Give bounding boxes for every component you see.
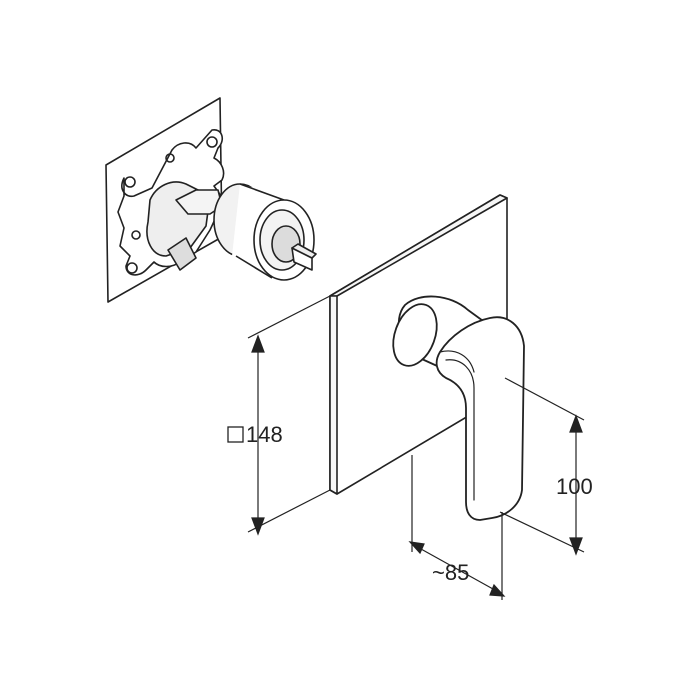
arrow-projection-left — [408, 541, 425, 555]
arrow-plate-bottom — [251, 517, 265, 536]
mount-hole-top-left — [124, 176, 136, 188]
dimension-labels: 148 100 ~85 — [227, 422, 593, 585]
dimension-lines — [247, 295, 585, 600]
plate-left-edge — [329, 295, 338, 495]
handle-height-label: 100 — [556, 474, 593, 499]
ext-line-handle-bottom — [499, 511, 585, 553]
housing-fin — [167, 237, 197, 271]
mount-hole-upper — [165, 153, 175, 163]
concealed-valve-body — [105, 97, 317, 303]
ext-line-plate-top — [247, 295, 331, 339]
mixer-handle — [392, 295, 525, 521]
handle-lever-inner — [445, 359, 475, 501]
dim-line-projection — [411, 543, 503, 595]
mount-hole-top-right — [206, 136, 218, 148]
cartridge-bottom-edge — [235, 255, 273, 279]
square-symbol-icon — [227, 426, 244, 443]
mount-hole-mid-left — [131, 230, 141, 240]
projection-label: ~85 — [432, 560, 469, 585]
handle-base-end — [392, 303, 438, 367]
mount-hole-bottom-left — [126, 262, 138, 274]
handle-lever — [435, 316, 525, 521]
arrow-plate-top — [251, 334, 265, 353]
arrow-projection-right — [489, 583, 506, 597]
handle-lever-top — [439, 350, 475, 373]
spindle-top — [291, 243, 317, 259]
arrow-handle-bottom — [569, 537, 583, 556]
cartridge-top-edge — [239, 183, 285, 201]
plate-size-label: 148 — [246, 422, 283, 447]
arrow-handle-top — [569, 414, 583, 433]
ext-line-handle-top — [504, 377, 585, 421]
